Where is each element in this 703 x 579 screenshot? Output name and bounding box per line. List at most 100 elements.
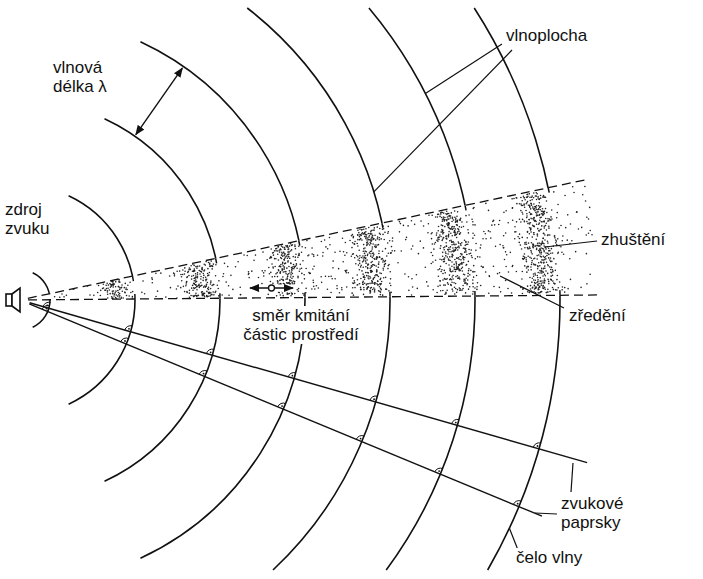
stipple-dot: [228, 294, 230, 296]
stipple-dot: [547, 234, 549, 236]
stipple-dot: [448, 247, 450, 249]
stipple-dot: [472, 293, 474, 295]
stipple-dot: [472, 237, 474, 239]
stipple-dot: [203, 275, 205, 277]
stipple-dot: [537, 289, 539, 291]
stipple-dot: [545, 258, 547, 260]
stipple-dot: [386, 288, 388, 290]
stipple-dot: [548, 257, 550, 259]
stipple-dot: [444, 272, 446, 274]
stipple-dot: [392, 237, 394, 239]
stipple-dot: [472, 271, 474, 273]
stipple-dot: [477, 282, 479, 284]
stipple-dot: [200, 278, 202, 280]
stipple-dot: [414, 224, 416, 226]
stipple-dot: [470, 253, 472, 255]
stipple-dot: [302, 293, 304, 295]
stipple-dot: [539, 252, 541, 254]
stipple-dot: [372, 289, 374, 291]
stipple-dot: [264, 270, 266, 272]
stipple-dot: [523, 204, 525, 206]
stipple-dot: [202, 280, 204, 282]
stipple-dot: [366, 242, 368, 244]
stipple-dot: [209, 265, 211, 267]
stipple-dot: [365, 260, 367, 262]
stipple-dot: [334, 278, 336, 280]
stipple-dot: [296, 267, 298, 269]
stipple-dot: [354, 287, 356, 289]
stipple-dot: [284, 247, 286, 249]
stipple-dot: [455, 269, 457, 271]
stipple-dot: [364, 232, 366, 234]
stipple-dot: [384, 264, 386, 266]
stipple-dot: [385, 248, 387, 250]
stipple-dot: [419, 240, 421, 242]
stipple-dot: [538, 208, 540, 210]
stipple-dot: [353, 280, 355, 282]
stipple-dot: [528, 219, 530, 221]
stipple-dot: [301, 273, 303, 275]
stipple-dot: [469, 274, 471, 276]
stipple-dot: [547, 242, 549, 244]
stipple-dot: [118, 294, 120, 296]
stipple-dot: [209, 272, 211, 274]
stipple-dot: [542, 256, 544, 258]
stipple-dot: [544, 197, 546, 199]
stipple-dot: [524, 221, 526, 223]
stipple-dot: [427, 285, 429, 287]
stipple-dot: [349, 240, 351, 242]
stipple-dot: [294, 282, 296, 284]
stipple-dot: [237, 261, 239, 263]
stipple-dot: [288, 282, 290, 284]
stipple-dot: [379, 256, 381, 258]
stipple-dot: [197, 265, 199, 267]
stipple-dot: [532, 224, 534, 226]
stipple-dot: [542, 237, 544, 239]
stipple-dot: [279, 265, 281, 267]
stipple-dot: [362, 282, 364, 284]
stipple-dot: [458, 287, 460, 289]
stipple-dot: [289, 280, 291, 282]
stipple-dot: [110, 285, 112, 287]
stipple-dot: [547, 291, 549, 293]
stipple-dot: [348, 272, 350, 274]
stipple-dot: [520, 203, 522, 205]
stipple-dot: [124, 292, 126, 294]
stipple-dot: [384, 232, 386, 234]
stipple-dot: [405, 239, 407, 241]
stipple-dot: [452, 255, 454, 257]
stipple-dot: [519, 238, 521, 240]
stipple-dot: [108, 284, 110, 286]
stipple-dot: [537, 242, 539, 244]
stipple-dot: [287, 249, 289, 251]
stipple-dot: [538, 250, 540, 252]
stipple-dot: [367, 277, 369, 279]
stipple-dot: [529, 200, 531, 202]
stipple-dot: [522, 219, 524, 221]
stipple-dot: [352, 253, 354, 255]
stipple-dot: [385, 260, 387, 262]
stipple-dot: [468, 270, 470, 272]
stipple-dot: [523, 195, 525, 197]
stipple-dot: [535, 287, 537, 289]
stipple-dot: [451, 241, 453, 243]
stipple-dot: [270, 257, 272, 259]
stipple-dot: [528, 242, 530, 244]
stipple-dot: [354, 282, 356, 284]
stipple-dot: [444, 278, 446, 280]
stipple-dot: [544, 280, 546, 282]
stipple-dot: [223, 273, 225, 275]
stipple-dot: [521, 212, 523, 214]
stipple-dot: [556, 279, 558, 281]
stipple-dot: [193, 270, 195, 272]
stipple-dot: [193, 268, 195, 270]
stipple-dot: [390, 278, 392, 280]
stipple-dot: [451, 212, 453, 214]
stipple-dot: [193, 288, 195, 290]
stipple-dot: [268, 267, 270, 269]
stipple-dot: [544, 239, 546, 241]
stipple-dot: [474, 234, 476, 236]
stipple-dot: [495, 246, 497, 248]
stipple-dot: [451, 279, 453, 281]
stipple-dot: [232, 289, 234, 291]
